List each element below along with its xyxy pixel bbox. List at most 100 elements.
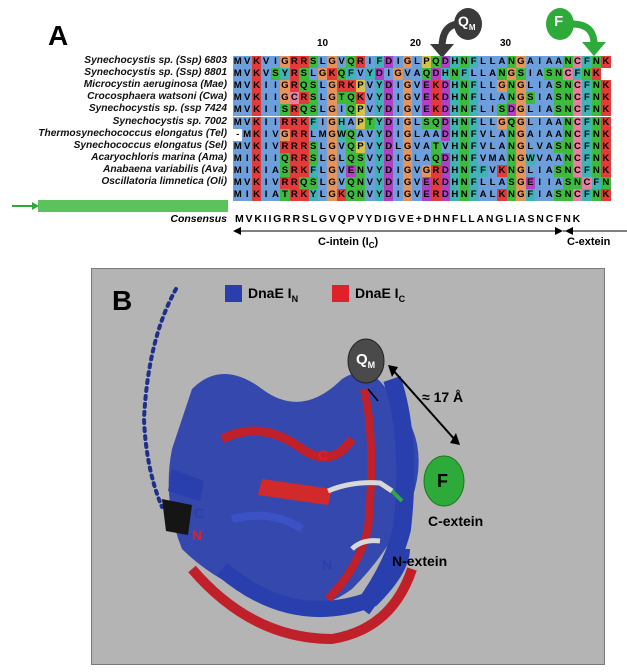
residue: N [355, 177, 366, 189]
residue: N [591, 140, 602, 153]
residue: Q [421, 68, 432, 81]
residue: S [280, 104, 290, 117]
residue: N [459, 92, 469, 105]
residue: I [261, 104, 271, 117]
residue: Q [431, 56, 441, 68]
c-extein-label-b: C-extein [428, 513, 484, 529]
residue: F [468, 128, 479, 141]
organism-label: Synechocystis sp. (ssp 7424 [88, 103, 227, 115]
residue: L [478, 80, 488, 93]
residue: I [270, 104, 281, 117]
residue: I [384, 68, 394, 81]
residue: K [299, 164, 309, 177]
residue: K [299, 116, 309, 129]
residue: K [336, 189, 347, 202]
c-extein-green-tip [390, 489, 404, 503]
residue: L [478, 92, 488, 105]
residue: V [412, 164, 422, 177]
residue: I [487, 104, 498, 117]
residue: G [327, 92, 337, 105]
residue: K [601, 92, 611, 105]
residue: G [402, 152, 413, 165]
residue: I [261, 152, 271, 165]
residue: K [251, 68, 262, 81]
residue: E [346, 164, 356, 177]
residue: V [270, 140, 281, 153]
residue: Q [346, 104, 356, 117]
residue: G [421, 164, 432, 177]
n-terminus-blue-label: N [322, 557, 333, 573]
residue: R [280, 116, 290, 129]
residue: G [516, 104, 526, 117]
residue: I [525, 68, 535, 81]
residue: V [242, 116, 252, 129]
residue: L [487, 177, 498, 189]
residue: K [601, 128, 611, 141]
residue: C [572, 189, 583, 202]
organism-label: Acaryochloris marina (Ama) [91, 151, 227, 163]
residue: Y [374, 116, 384, 129]
qm-arrowhead-icon [430, 44, 454, 58]
residue: I [393, 104, 403, 117]
residue: E [421, 80, 432, 93]
residue: N [459, 104, 469, 117]
residue: V [412, 140, 422, 153]
distance-arrowhead-bottom-icon [450, 433, 460, 445]
residue: G [393, 68, 403, 81]
residue: H [450, 104, 460, 117]
residue: N [591, 152, 602, 165]
ribbon-mid-blue [231, 511, 305, 533]
residue: R [289, 128, 300, 141]
ribbon-mid-red [219, 426, 356, 462]
residue: M [233, 189, 243, 202]
residue: M [242, 128, 252, 141]
residue: G [497, 80, 507, 93]
residue: A [535, 68, 545, 81]
residue: R [289, 164, 300, 177]
qm-ellipse-b-icon [347, 338, 385, 384]
residue: K [251, 56, 262, 68]
residue: G [402, 116, 413, 129]
residue: R [289, 68, 300, 81]
residue: Y [374, 128, 384, 141]
consensus-sequence: MVKIIGRRSLGVQPVYDIGVE+DHNFLLANGLIASNCFNK [235, 213, 583, 225]
residue: V [402, 68, 413, 81]
residue: V [270, 128, 281, 141]
residue: K [251, 189, 262, 202]
residue: V [535, 152, 545, 165]
residue: V [412, 92, 422, 105]
residue: N [563, 104, 573, 117]
residue: R [299, 152, 309, 165]
residue: N [506, 164, 517, 177]
residue: K [601, 140, 611, 153]
residue: L [412, 56, 422, 68]
black-strand [162, 499, 192, 535]
residue: N [506, 128, 517, 141]
panel-a-letter: A [48, 20, 69, 51]
residue: Q [346, 128, 356, 141]
residue: Q [346, 177, 356, 189]
residue: V [261, 68, 271, 81]
npu-highlight [38, 200, 228, 212]
residue: N [506, 152, 517, 165]
residue: V [242, 68, 252, 81]
residue: V [365, 80, 375, 93]
residue: A [346, 116, 356, 129]
residue: K [327, 68, 337, 81]
residue: I [261, 116, 271, 129]
residue: K [299, 189, 309, 202]
residue: K [251, 152, 262, 165]
residue: N [563, 164, 573, 177]
residue: L [487, 80, 498, 93]
residue: V [365, 152, 375, 165]
residue: D [440, 164, 451, 177]
residue: A [553, 152, 564, 165]
residue: F [468, 80, 479, 93]
residue: M [233, 116, 243, 129]
residue: I [270, 116, 281, 129]
residue: Y [365, 68, 375, 81]
residue: N [355, 164, 366, 177]
position-10: 10 [317, 38, 329, 49]
